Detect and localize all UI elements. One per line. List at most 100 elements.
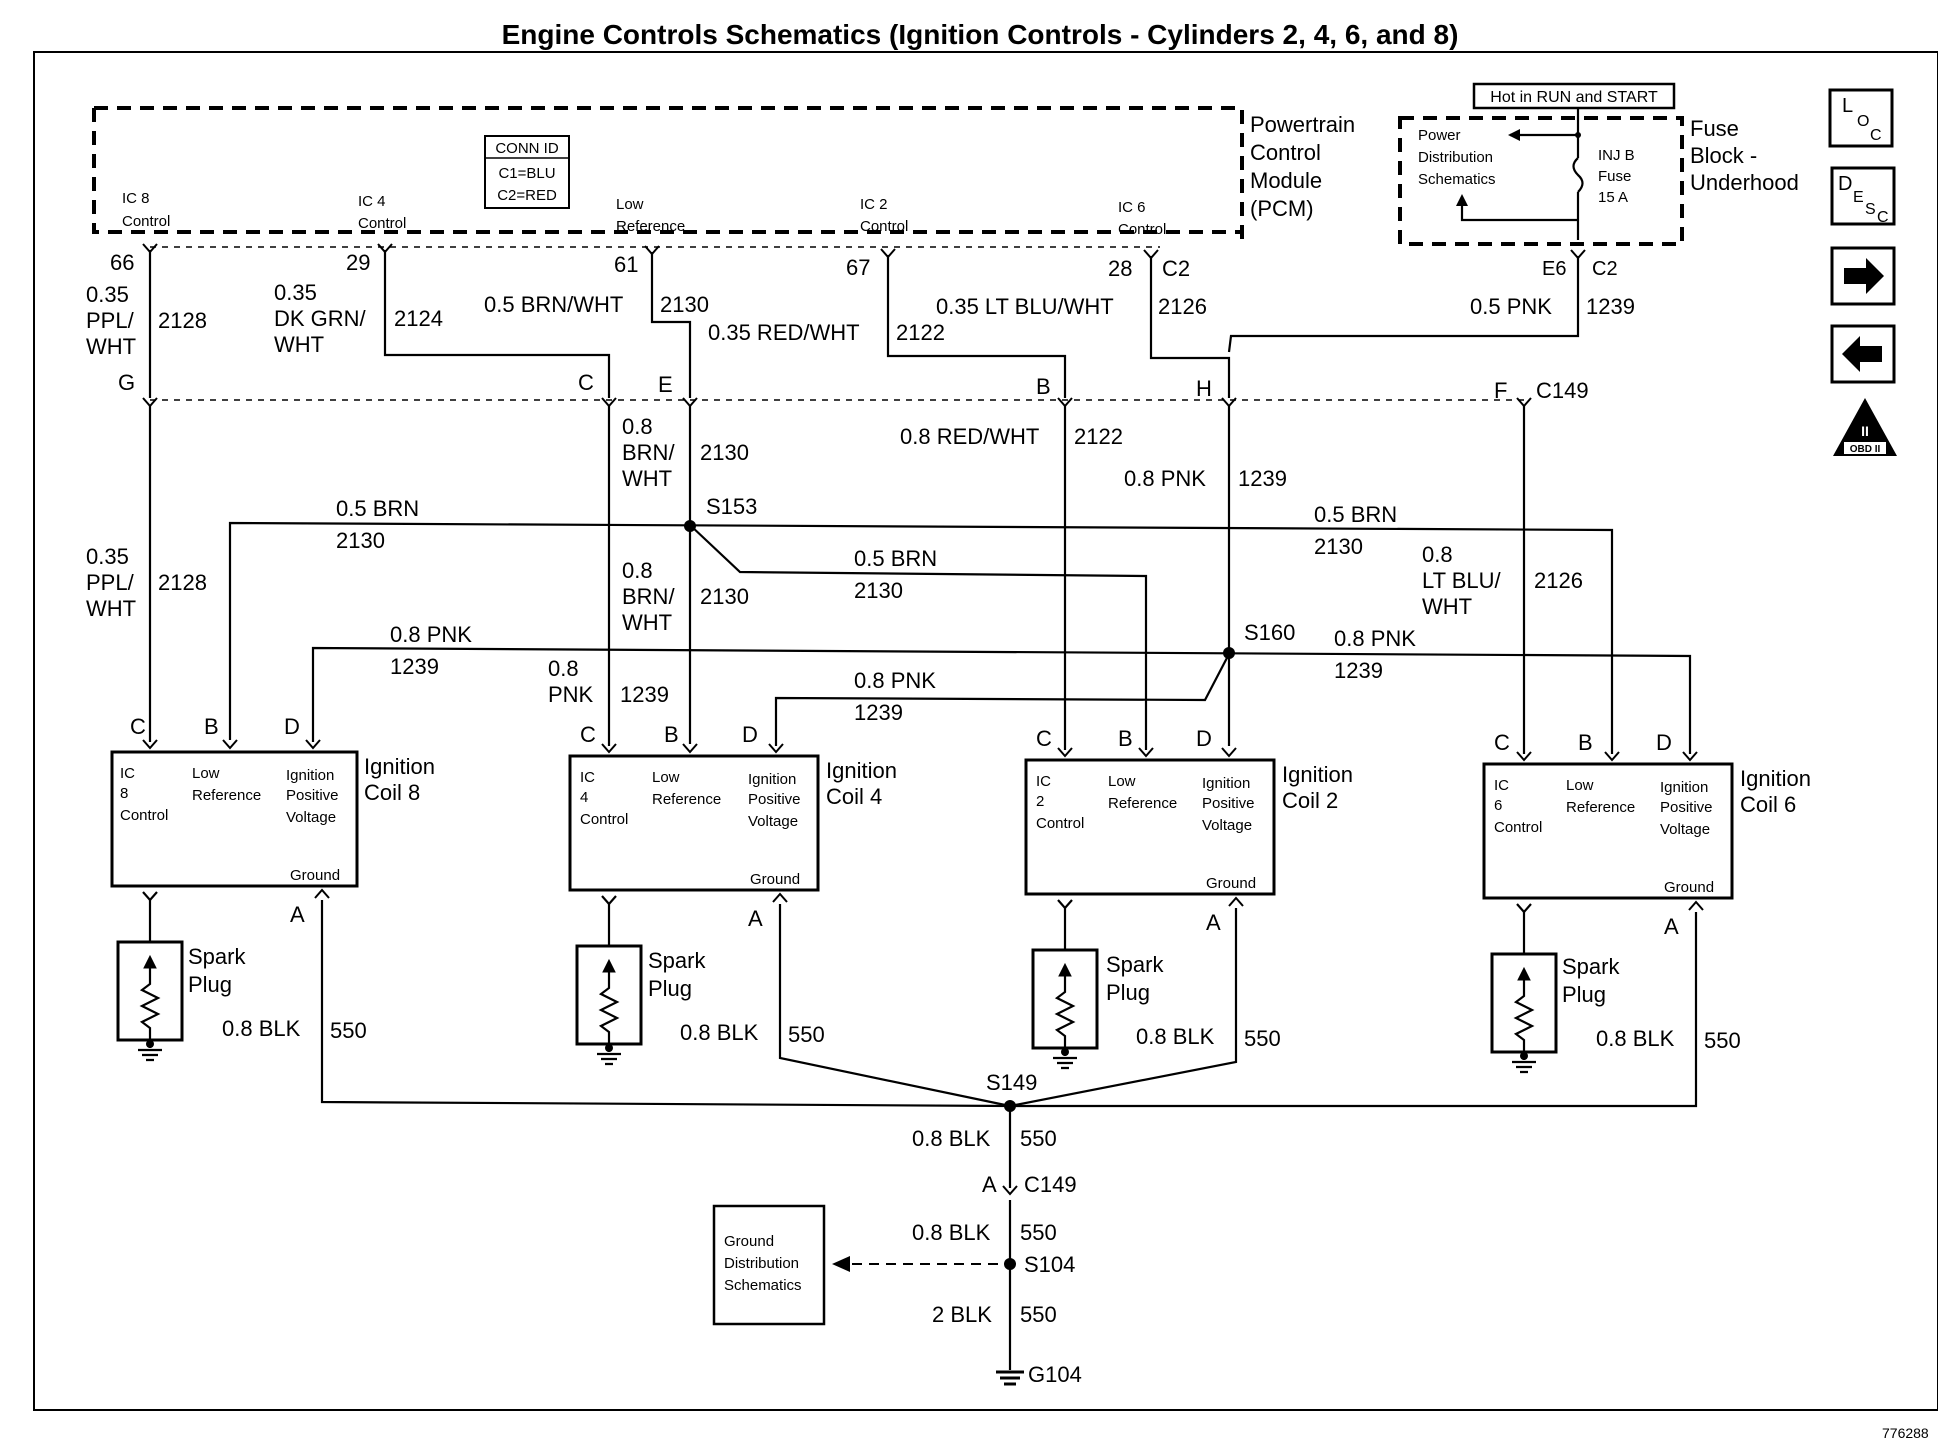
splice-s160-label: S160 [1244,620,1295,645]
svg-text:1239: 1239 [1334,658,1383,683]
svg-text:O: O [1857,113,1869,130]
svg-text:Ignition: Ignition [364,754,435,779]
svg-text:BRN/: BRN/ [622,440,675,465]
pcm-pin-number: 28 [1108,256,1132,281]
svg-text:Distribution: Distribution [724,1255,799,1272]
fuse-block-name: Block - [1690,143,1757,168]
pcm-pin-number: 67 [846,255,870,280]
svg-text:Plug: Plug [188,972,232,997]
svg-text:Ground: Ground [750,871,800,888]
arrow-up-icon [1456,194,1468,206]
svg-text:2: 2 [1036,793,1044,810]
spark-plug-labels: Spark Plug Spark Plug Spark Plug Spark P… [188,944,1620,1007]
svg-text:II: II [1861,423,1869,439]
svg-text:Ground: Ground [724,1233,774,1250]
svg-text:2130: 2130 [1314,534,1363,559]
conn-id-box [484,135,570,209]
svg-text:Control: Control [120,807,168,824]
svg-text:0.8 PNK: 0.8 PNK [854,668,936,693]
svg-text:H: H [1196,376,1212,401]
svg-text:Ignition: Ignition [748,771,796,788]
svg-text:B: B [204,714,219,739]
svg-text:Control: Control [1494,819,1542,836]
pcm-pin-label: Control [860,218,908,235]
svg-text:Low: Low [192,765,220,782]
svg-text:LT BLU/: LT BLU/ [1422,568,1502,593]
nav-forward-button[interactable] [1830,246,1896,306]
svg-text:G: G [118,370,135,395]
pcm-module: Powertrain Control Module (PCM) CONN ID … [92,106,1355,281]
svg-text:PPL/: PPL/ [86,570,135,595]
nav-loc-button[interactable]: L O C [1828,88,1894,148]
svg-text:D: D [1838,173,1852,195]
svg-text:C: C [578,370,594,395]
wire-circuit: 2124 [394,306,443,331]
nav-obd-button[interactable]: II OBD II [1833,398,1897,456]
svg-text:Control: Control [1036,815,1084,832]
svg-text:F: F [1494,378,1507,403]
svg-text:OBD II: OBD II [1850,444,1881,455]
svg-text:Positive: Positive [1660,799,1713,816]
svg-text:2130: 2130 [700,584,749,609]
svg-text:2130: 2130 [700,440,749,465]
spark-plug-icon [116,891,184,1062]
splice-s149-label: S149 [986,1070,1037,1095]
power-dist-label: Distribution [1418,149,1493,166]
svg-text:Coil 4: Coil 4 [826,784,882,809]
svg-text:Voltage: Voltage [1660,821,1710,838]
ground-path: 0.8 BLK 550 A C149 0.8 BLK 550 S104 2 BL… [712,1126,1082,1387]
nav-desc-button[interactable]: D E S C [1830,166,1896,226]
splice-s149 [1004,1100,1016,1112]
svg-text:IC: IC [580,769,595,786]
svg-text:2122: 2122 [1074,424,1123,449]
ignition-coil-2: C B D IC 2 Control Low Reference Ignitio… [1024,726,1353,896]
svg-text:2126: 2126 [1534,568,1583,593]
svg-text:Ignition: Ignition [286,767,334,784]
svg-text:Spark: Spark [188,944,246,969]
wire-circuit: 2126 [1158,294,1207,319]
pcm-pin-label: Control [1118,221,1166,238]
pcm-name-line: Module [1250,168,1322,193]
nav-back-button[interactable] [1830,324,1896,384]
svg-text:A: A [748,906,763,931]
svg-text:A: A [982,1172,997,1197]
wire-gauge: WHT [274,332,324,357]
fuse-pin-label: E6 [1542,258,1566,280]
fuse-label: 15 A [1598,189,1628,206]
svg-text:C: C [1877,209,1889,226]
svg-text:Ignition: Ignition [1660,779,1708,796]
ground-distribution-box[interactable] [712,1204,826,1326]
pcm-connector-pins [142,243,1159,260]
svg-text:Voltage: Voltage [748,813,798,830]
svg-text:0.8 PNK: 0.8 PNK [390,622,472,647]
svg-text:Ground: Ground [1664,879,1714,896]
svg-text:8: 8 [120,785,128,802]
svg-text:BRN/: BRN/ [622,584,675,609]
svg-text:WHT: WHT [1422,594,1472,619]
svg-text:PNK: PNK [548,682,594,707]
pcm-pin-label: IC 8 [122,190,150,207]
svg-text:Reference: Reference [192,787,261,804]
wire-gauge: WHT [86,334,136,359]
svg-text:0.8 BLK: 0.8 BLK [1136,1024,1215,1049]
pcm-pin-label: IC 6 [1118,199,1146,216]
svg-text:IC: IC [1494,777,1509,794]
svg-text:A: A [290,902,305,927]
svg-text:A: A [1664,914,1679,939]
svg-text:B: B [664,722,679,747]
svg-text:Spark: Spark [648,948,706,973]
svg-text:6: 6 [1494,797,1502,814]
svg-text:WHT: WHT [622,466,672,491]
svg-text:0.8: 0.8 [1422,542,1453,567]
pcm-pin-label: Control [358,215,406,232]
pcm-pin-label: Control [122,213,170,230]
wire-circuit: 1239 [1586,294,1635,319]
svg-text:Voltage: Voltage [1202,817,1252,834]
svg-text:S: S [1865,201,1876,218]
conn-id-title: CONN ID [495,140,559,157]
svg-text:0.8: 0.8 [548,656,579,681]
svg-text:550: 550 [1020,1126,1057,1151]
svg-text:0.8 BLK: 0.8 BLK [680,1020,759,1045]
svg-text:550: 550 [1020,1302,1057,1327]
hot-in-run-start-box [1472,82,1676,110]
